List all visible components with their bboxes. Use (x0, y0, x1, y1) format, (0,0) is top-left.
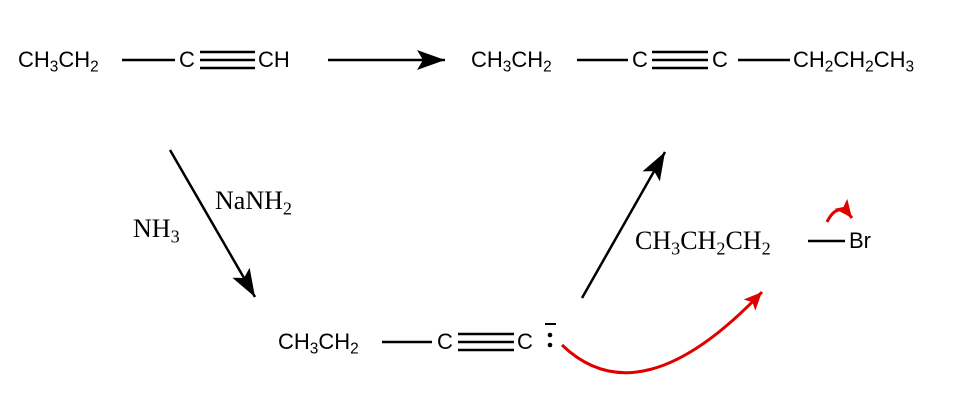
anion-carbon-2: C (517, 329, 533, 354)
reactant-terminal-ch: CH (258, 47, 290, 72)
product-propyl: CH2CH2CH3 (793, 47, 915, 76)
triple-bond (458, 332, 514, 352)
reagent-nanh2: NaNH2 (215, 186, 292, 219)
anion-carbon-1: C (437, 329, 453, 354)
nucleophile-curved-arrow (560, 290, 764, 375)
product-ethyl: CH3CH2 (471, 47, 552, 76)
leaving-group-curved-arrow (825, 198, 854, 223)
product-carbon-1: C (632, 47, 648, 72)
solvent-nh3: NH3 (133, 214, 180, 247)
bromine: Br (849, 228, 871, 253)
product-carbon-2: C (712, 47, 728, 72)
reactant-ethyl: CH3CH2 (18, 47, 99, 76)
alkylation-arrow (580, 151, 667, 299)
anion-ethyl: CH3CH2 (278, 329, 359, 358)
triple-bond (200, 50, 255, 70)
triple-bond (652, 50, 708, 70)
deprotonation-arrow (168, 149, 257, 298)
lone-pair-icon (547, 332, 553, 348)
reactant-carbon: C (179, 47, 195, 72)
alkyl-chain: CH3CH2CH2 (635, 226, 771, 259)
